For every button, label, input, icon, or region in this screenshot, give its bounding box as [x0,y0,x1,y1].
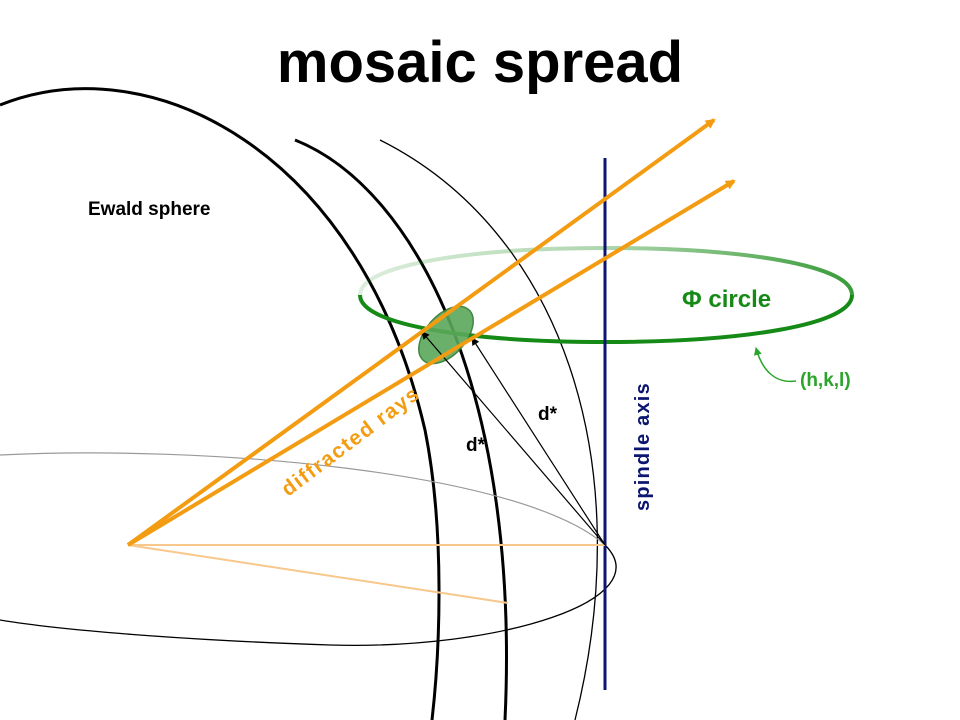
mosaic-spot [418,305,474,365]
d-star-label-right: d* [538,404,558,425]
ewald-sphere-label: Ewald sphere [88,199,211,220]
d-star-label-left: d* [466,435,486,456]
diffracted-ray-1 [126,118,716,547]
hkl-label: (h,k,l) [800,370,851,391]
sphere-arc-middle [294,138,508,720]
phi-circle-label: Φ circle [682,286,771,313]
projected-ray-2 [127,544,509,604]
d-star-vector-right [471,337,606,546]
d-star-vector-left [421,331,606,546]
equator-front [0,544,617,646]
page-title: mosaic spread [277,30,683,95]
ewald-sphere-outline [0,87,441,720]
sphere-arc-outer [379,139,598,720]
hkl-pointer-arrow [753,347,797,383]
diffracted-ray-2 [126,179,736,547]
equator-back [0,452,606,546]
spindle-axis-label: spindle axis [632,382,654,511]
